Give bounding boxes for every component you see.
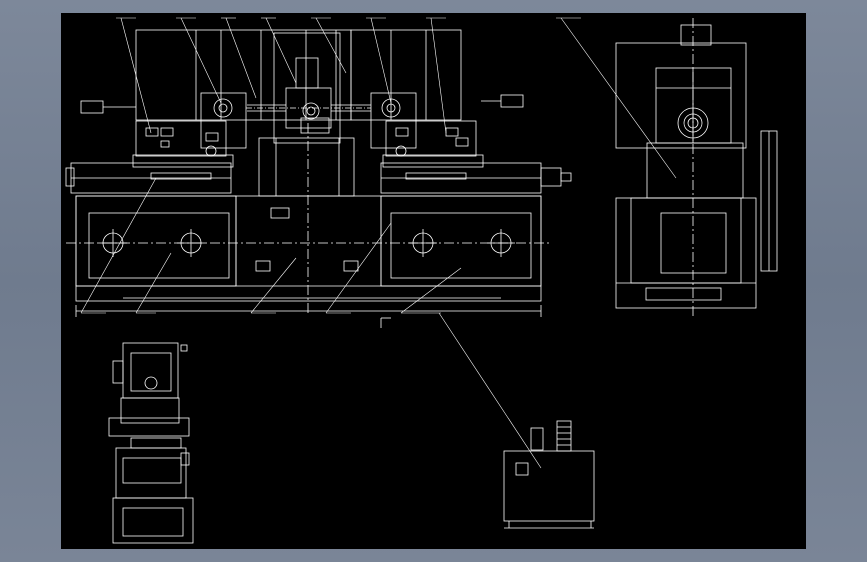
front-elevation-view bbox=[65, 17, 677, 469]
upper-guard-right bbox=[350, 29, 462, 121]
detail-base bbox=[112, 497, 194, 544]
upper-guard-left bbox=[135, 29, 352, 121]
center-column bbox=[273, 32, 341, 144]
tank-body bbox=[503, 450, 595, 522]
side-elevation-view bbox=[615, 18, 778, 318]
cad-drawing-viewport[interactable] bbox=[61, 13, 806, 549]
center-housing bbox=[258, 137, 355, 197]
right-spindle-head bbox=[370, 92, 417, 149]
cad-drawing bbox=[65, 17, 778, 544]
leader-lines bbox=[80, 17, 677, 469]
hydraulic-tank-view bbox=[503, 420, 595, 529]
clamp-detail-view bbox=[108, 342, 194, 544]
leader-tags bbox=[81, 17, 581, 314]
side-base bbox=[615, 197, 757, 309]
base-right bbox=[380, 195, 542, 287]
left-spindle-head bbox=[200, 92, 247, 149]
base-left bbox=[75, 195, 237, 287]
machine-bed bbox=[75, 195, 542, 302]
